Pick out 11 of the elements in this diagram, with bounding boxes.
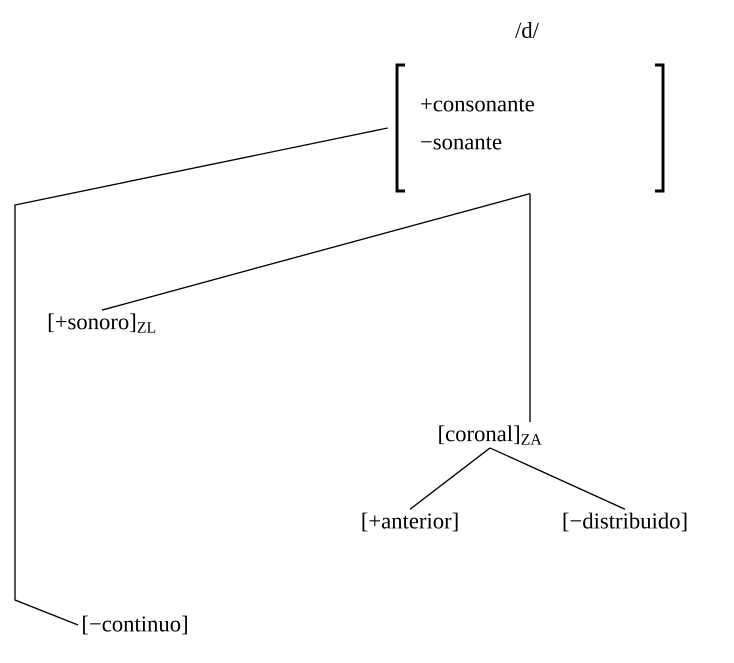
feature-label: [−distribuido] [564, 512, 686, 532]
tree-branch [14, 127, 388, 626]
feature-label: [−continuo] [83, 616, 187, 634]
tree-branch [102, 193, 530, 311]
feature-label: [+sonoro]$_{ZL}$ [48, 313, 156, 333]
tree-branch [410, 447, 490, 510]
tree-branch [529, 194, 531, 422]
feature-label: [coronal]$_{ZA}$ [439, 425, 542, 445]
tree-branch [490, 447, 626, 510]
feature-label: [+anterior] [362, 512, 458, 532]
feature-matrix: /d/ +consonante −sonante [396, 22, 664, 192]
